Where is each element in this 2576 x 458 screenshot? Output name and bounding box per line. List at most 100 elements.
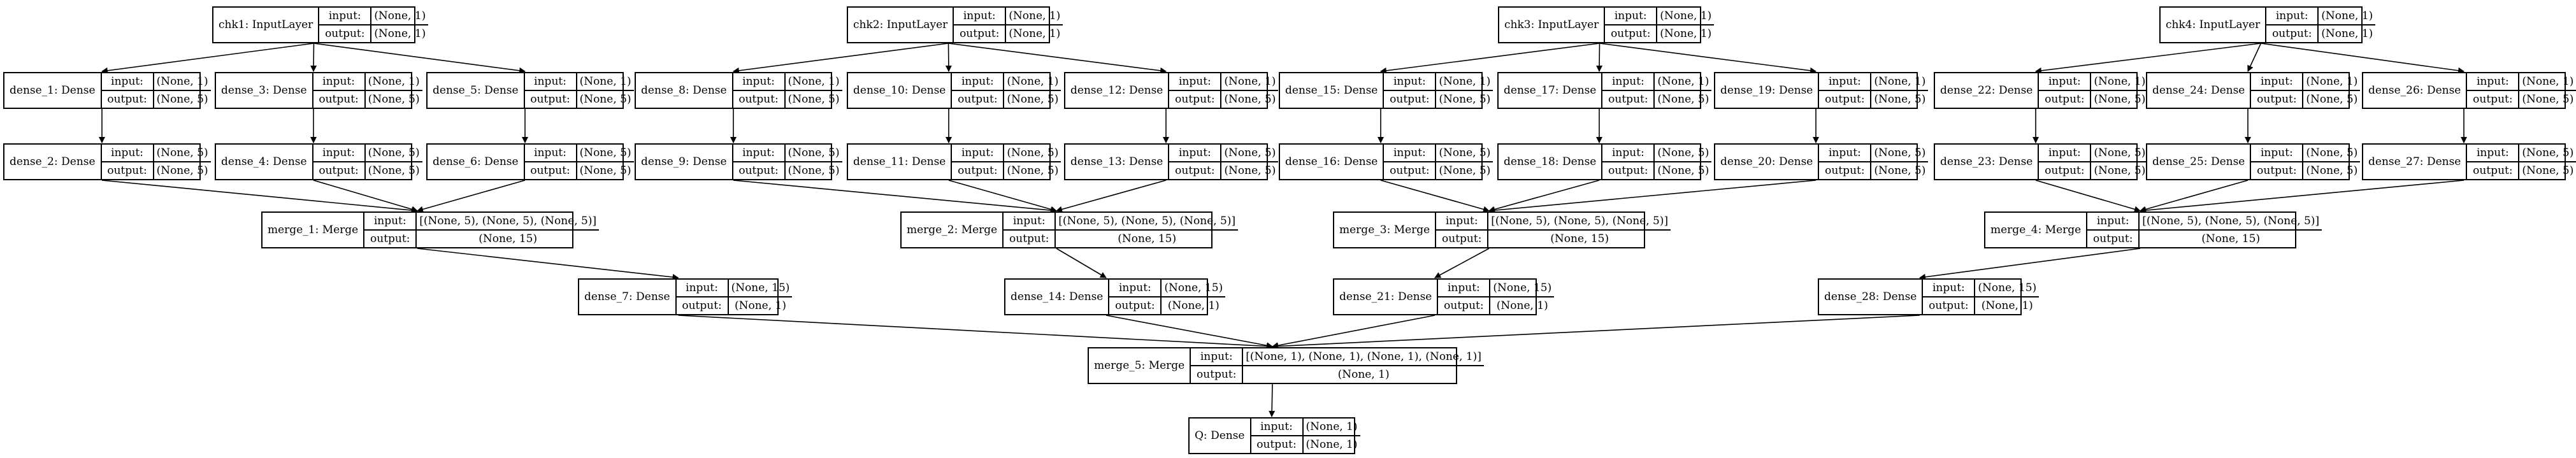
input-shape: (None, 15) — [1978, 281, 2037, 294]
layer-io-table: input:(None, 1)output:(None, 5) — [1819, 73, 1929, 108]
input-row: input:(None, 15) — [1923, 280, 2039, 296]
layer-io-table: input:(None, 5)output:(None, 5) — [524, 145, 634, 179]
input-shape: [(None, 5), (None, 5), (None, 5)] — [419, 214, 597, 227]
input-label: input: — [1819, 145, 1872, 161]
output-row: output:(None, 1) — [676, 296, 793, 314]
layer-name: dense_14: Dense — [1005, 280, 1110, 314]
output-row: output:(None, 5) — [313, 90, 422, 108]
layer-name: dense_3: Dense — [216, 73, 313, 108]
input-label: input: — [1602, 145, 1655, 161]
layer-name: dense_28: Dense — [1819, 280, 1924, 314]
input-row: input:(None, 1) — [954, 8, 1063, 24]
input-label: input: — [1004, 213, 1056, 229]
layer-io-table: input:(None, 5)output:(None, 5) — [733, 145, 842, 179]
input-shape: (None, 1) — [368, 75, 420, 88]
input-row: input:(None, 5) — [313, 145, 422, 161]
input-row: input:(None, 5) — [102, 145, 211, 161]
input-row: input:(None, 5) — [2039, 145, 2148, 161]
output-shape: (None, 5) — [579, 164, 631, 177]
layer-io-table: input:(None, 5)output:(None, 5) — [1384, 145, 1493, 179]
output-label: output: — [954, 25, 1007, 42]
input-label: input: — [2467, 145, 2520, 161]
input-label: input: — [677, 280, 729, 296]
input-shape: (None, 1) — [1660, 9, 1712, 22]
output-label: output: — [313, 162, 366, 179]
output-shape: (None, 1) — [1496, 299, 1548, 312]
edge-chk1-to-dense-5 — [313, 43, 526, 74]
layer-name: dense_15: Dense — [1280, 73, 1385, 108]
layer-io-table: input:(None, 1)output:(None, 5) — [1384, 73, 1493, 108]
output-row: output:(None, 5) — [2251, 161, 2361, 179]
layer-name: dense_4: Dense — [216, 145, 313, 179]
layer-io-table: input:(None, 1)output:(None, 5) — [2251, 73, 2361, 108]
output-row: output:(None, 15) — [2087, 229, 2322, 247]
layer-name: chk4: InputLayer — [2161, 8, 2267, 42]
layer-io-table: input:(None, 5)output:(None, 5) — [101, 145, 211, 179]
input-label: input: — [1109, 280, 1162, 296]
output-label: output: — [1169, 91, 1222, 108]
layer-name: merge_3: Merge — [1334, 213, 1437, 247]
output-label: output: — [102, 91, 154, 108]
layer-io-table: input:(None, 1)output:(None, 5) — [733, 73, 842, 108]
input-row: input:(None, 1) — [1169, 73, 1278, 90]
edge-dense-9-to-merge-2 — [733, 180, 1057, 214]
output-row: output:(None, 5) — [1819, 161, 1929, 179]
output-label: output: — [1602, 91, 1655, 108]
output-shape: (None, 15) — [1550, 232, 1609, 245]
input-row: input:[(None, 5), (None, 5), (None, 5)] — [364, 213, 599, 229]
output-shape: (None, 5) — [2522, 164, 2574, 177]
output-shape: (None, 5) — [368, 164, 420, 177]
input-label: input: — [952, 145, 1005, 161]
output-row: output:(None, 1) — [1923, 296, 2040, 314]
output-row: output:(None, 5) — [2039, 90, 2148, 108]
output-shape: (None, 5) — [1007, 164, 1059, 177]
input-label: input: — [313, 145, 366, 161]
input-label: input: — [2467, 73, 2520, 90]
output-shape: (None, 5) — [2094, 164, 2146, 177]
input-label: input: — [1191, 348, 1244, 365]
output-shape: (None, 5) — [1439, 92, 1491, 106]
output-shape: (None, 5) — [2094, 92, 2146, 106]
input-label: input: — [1602, 73, 1655, 90]
layer-io-table: input:(None, 5)output:(None, 5) — [1169, 145, 1279, 179]
output-label: output: — [319, 25, 372, 42]
input-row: input:[(None, 1), (None, 1), (None, 1), … — [1191, 348, 1484, 365]
output-label: output: — [364, 231, 417, 247]
output-label: output: — [525, 91, 577, 108]
layer-io-table: input:[(None, 5), (None, 5), (None, 5)]o… — [2087, 213, 2322, 247]
edge-chk3-to-dense-19 — [1599, 43, 1817, 74]
layer-io-table: input:(None, 1)output:(None, 5) — [101, 73, 211, 108]
input-row: input:(None, 5) — [1819, 145, 1928, 161]
input-row: input:(None, 1) — [525, 73, 634, 90]
layer-io-table: input:(None, 5)output:(None, 5) — [2039, 145, 2148, 179]
input-shape: (None, 1) — [1874, 75, 1926, 88]
input-shape: (None, 1) — [156, 75, 208, 88]
layer-io-table: input:(None, 1)output:(None, 1) — [954, 8, 1063, 42]
output-shape: (None, 15) — [479, 232, 538, 245]
layer-io-table: input:(None, 1)output:(None, 1) — [1251, 419, 1360, 453]
layer-io-table: input:(None, 1)output:(None, 5) — [524, 73, 634, 108]
output-row: output:(None, 5) — [1384, 90, 1493, 108]
output-label: output: — [2467, 91, 2520, 108]
input-shape: (None, 1) — [579, 75, 631, 88]
input-row: input:(None, 1) — [2251, 73, 2360, 90]
input-label: input: — [1605, 8, 1658, 24]
layer-io-table: input:[(None, 5), (None, 5), (None, 5)] o… — [364, 213, 600, 247]
input-shape: [(None, 5), (None, 5), (None, 5)] — [1491, 214, 1669, 227]
input-label: input: — [1438, 280, 1491, 296]
output-label: output: — [1923, 297, 1976, 314]
